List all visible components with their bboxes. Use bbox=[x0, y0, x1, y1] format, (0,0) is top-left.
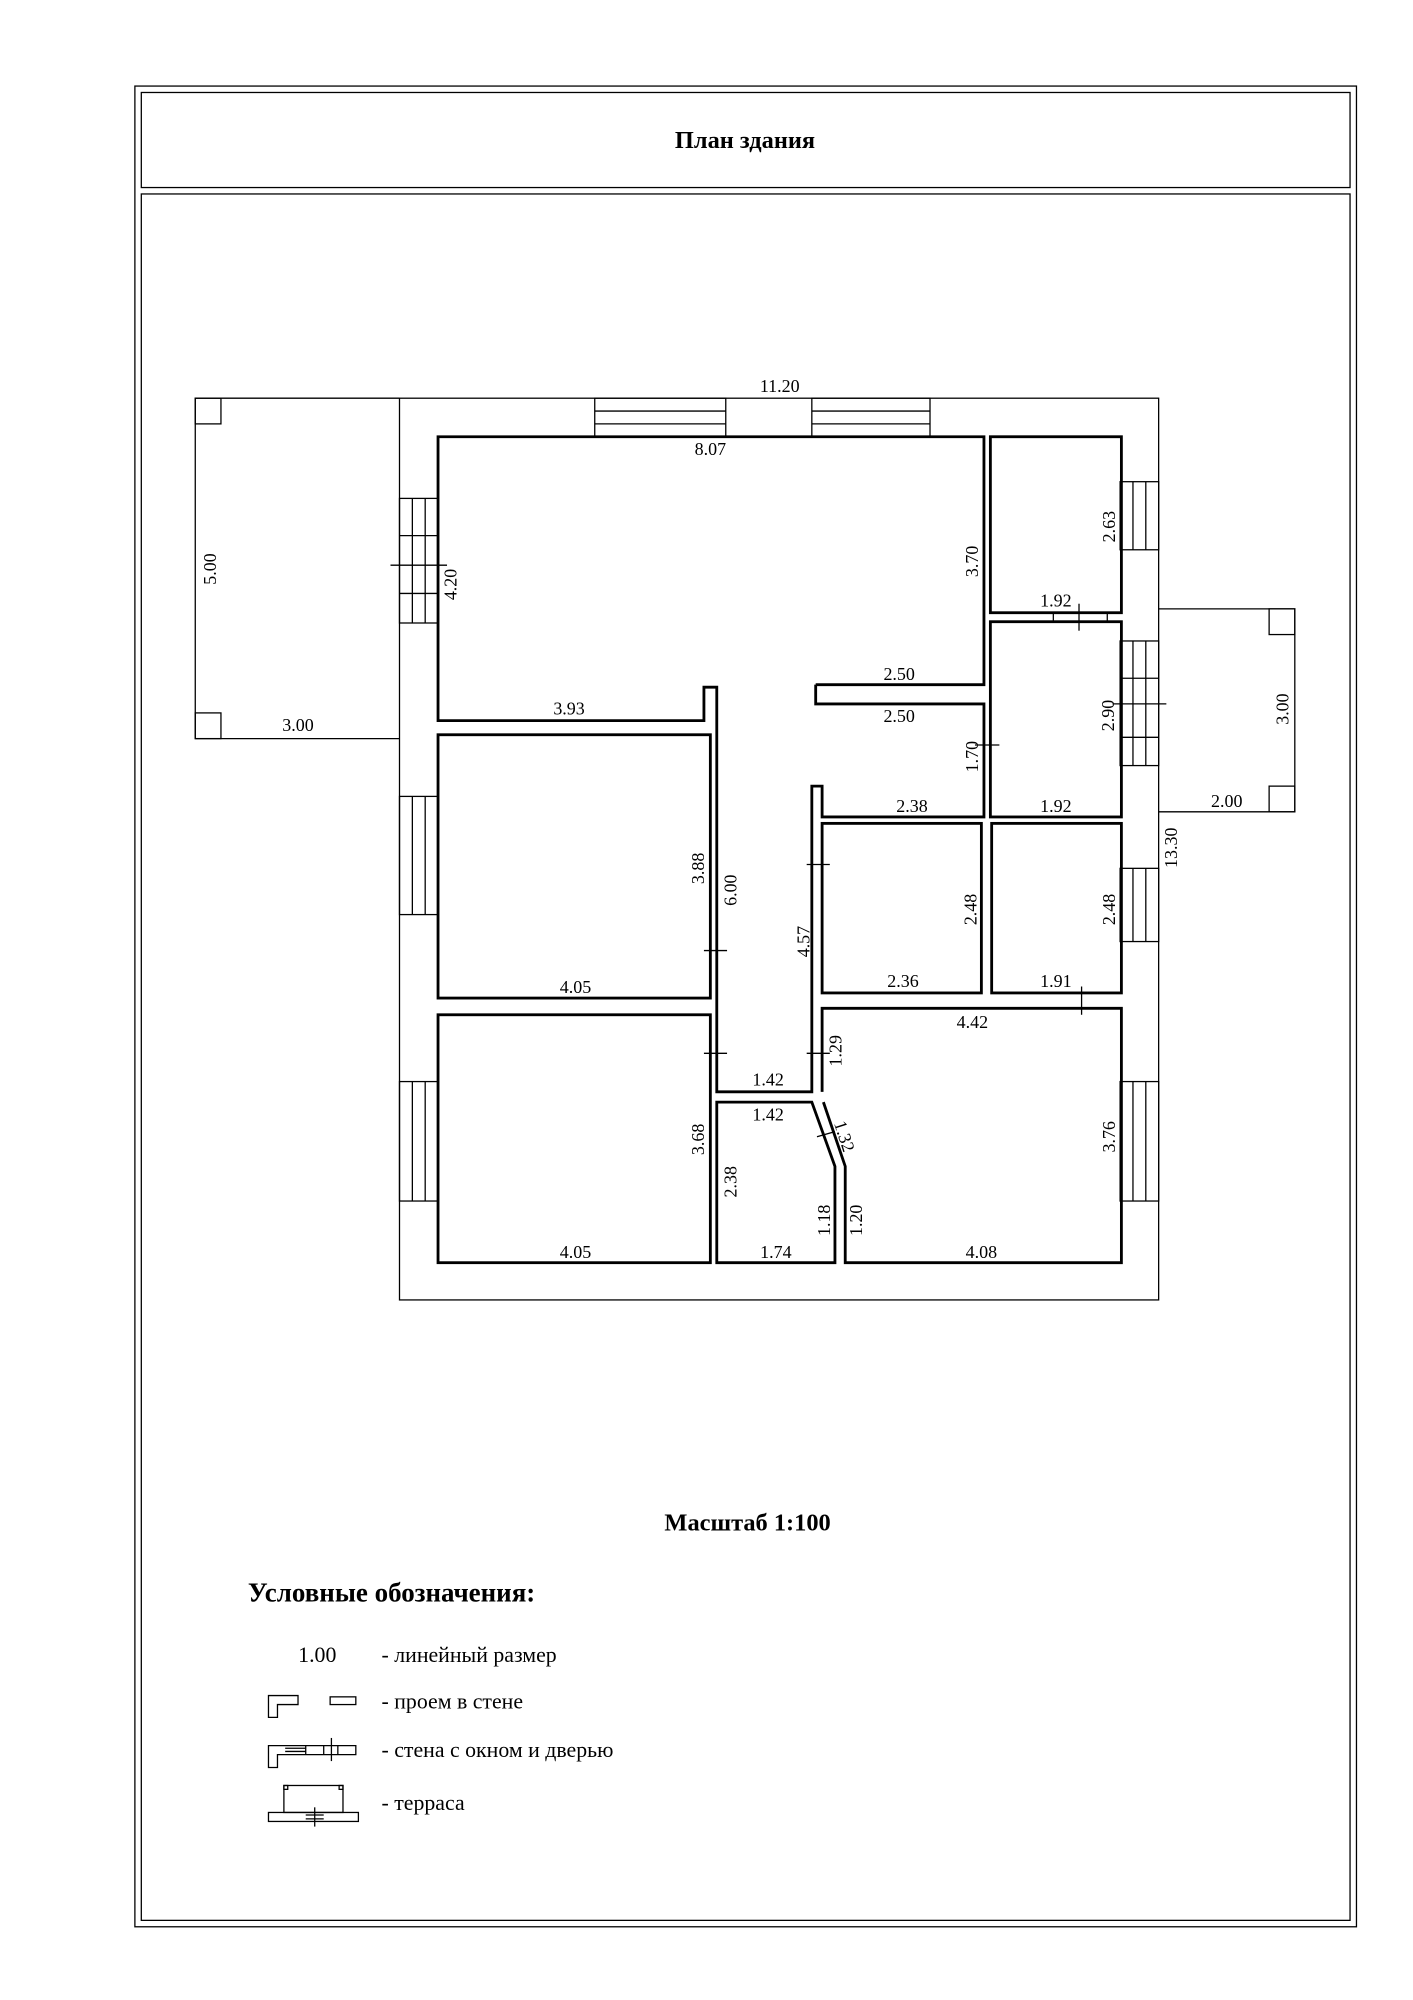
scale-label: Масштаб 1:100 bbox=[664, 1509, 830, 1536]
linear-dimension-icon: 1.00 bbox=[298, 1643, 336, 1667]
dim-label: 3.00 bbox=[282, 715, 313, 735]
dim-label: 2.48 bbox=[961, 894, 981, 925]
dim-label: 3.93 bbox=[553, 698, 584, 718]
dim-label: 4.05 bbox=[560, 1242, 591, 1262]
legend: Условные обозначения: 1.00 - линейный ра… bbox=[248, 1578, 613, 1827]
dim-label: 3.68 bbox=[688, 1124, 708, 1155]
dim-label: 2.63 bbox=[1099, 511, 1119, 542]
doors bbox=[703, 603, 1108, 1138]
dim-label: 2.00 bbox=[1211, 791, 1242, 811]
dim-label: 5.00 bbox=[200, 553, 220, 584]
dim-label: 3.76 bbox=[1099, 1121, 1119, 1152]
wall-window-door-icon bbox=[267, 1737, 357, 1769]
dim-label: 1.91 bbox=[1040, 971, 1071, 991]
dim-label: 2.36 bbox=[887, 971, 918, 991]
building-plan bbox=[194, 397, 1296, 1301]
dim-label: 3.70 bbox=[962, 546, 982, 577]
sheet-frame bbox=[134, 85, 1358, 1928]
dim-label: 1.92 bbox=[1040, 796, 1071, 816]
dim-label: 4.08 bbox=[966, 1242, 997, 1262]
terrace-icon bbox=[267, 1784, 360, 1827]
dim-label: 1.92 bbox=[1040, 591, 1071, 611]
dim-label: 1.32 bbox=[830, 1118, 859, 1154]
dim-label: 1.29 bbox=[826, 1035, 846, 1066]
dim-label: 1.74 bbox=[760, 1242, 791, 1262]
legend-item-label: - стена с окном и дверью bbox=[382, 1738, 614, 1762]
dim-label: 1.42 bbox=[752, 1104, 783, 1124]
dim-label: 13.30 bbox=[1161, 828, 1181, 868]
dim-label: 4.57 bbox=[794, 926, 814, 957]
dim-label: 2.90 bbox=[1098, 700, 1118, 731]
dim-label: 3.00 bbox=[1273, 693, 1293, 724]
dim-label: 1.18 bbox=[814, 1205, 834, 1236]
wall-opening-icon bbox=[267, 1694, 357, 1719]
dim-label: 8.07 bbox=[695, 439, 726, 459]
legend-heading: Условные обозначения: bbox=[248, 1578, 535, 1608]
dim-label: 1.42 bbox=[752, 1070, 783, 1090]
dim-label: 1.70 bbox=[962, 741, 982, 772]
dim-label: 2.50 bbox=[883, 706, 914, 726]
legend-item-label: - терраса bbox=[382, 1791, 465, 1815]
dimension-labels: 11.20 8.07 5.00 4.20 3.70 2.63 1.92 2.50… bbox=[200, 376, 1293, 1262]
dim-label: 2.48 bbox=[1099, 894, 1119, 925]
terrace-left bbox=[194, 397, 400, 740]
dim-label: 2.38 bbox=[720, 1166, 740, 1197]
dim-label: 2.38 bbox=[896, 796, 927, 816]
rooms bbox=[436, 435, 1123, 1265]
dim-label: 1.20 bbox=[846, 1205, 866, 1236]
dim-label: 2.50 bbox=[883, 664, 914, 684]
dim-label: 4.42 bbox=[957, 1012, 988, 1032]
dim-label: 6.00 bbox=[720, 874, 740, 905]
dim-label: 4.20 bbox=[440, 569, 460, 600]
outer-wall bbox=[398, 397, 1160, 1301]
terrace-right bbox=[1158, 608, 1296, 813]
dim-label: 11.20 bbox=[760, 376, 800, 396]
page-title: План здания bbox=[675, 127, 815, 154]
legend-item-label: - линейный размер bbox=[382, 1643, 557, 1667]
dim-label: 4.05 bbox=[560, 977, 591, 997]
dim-label: 3.88 bbox=[688, 853, 708, 884]
legend-item-label: - проем в стене bbox=[382, 1689, 524, 1713]
